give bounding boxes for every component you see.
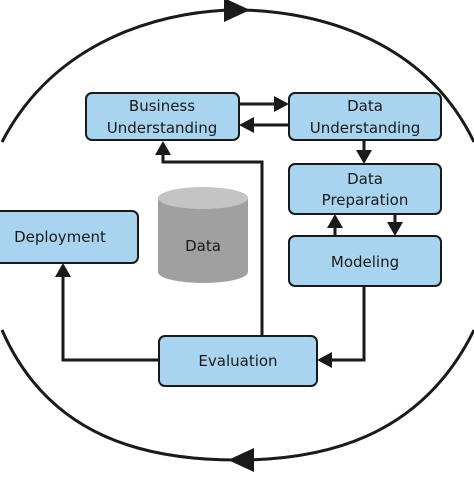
arrowhead-data-understanding-to-business: [239, 117, 254, 133]
cycle-arrowhead-bottom: [228, 448, 254, 472]
node-label: Business: [129, 97, 195, 115]
node-label: Understanding: [107, 119, 218, 137]
arrowhead-preparation-to-modeling: [387, 222, 403, 236]
cycle-arrowhead-top: [224, 0, 250, 22]
node-label: Evaluation: [198, 352, 277, 370]
node-modeling: Modeling: [288, 235, 442, 287]
arrowhead-understanding-to-preparation: [356, 150, 372, 164]
arrow-evaluation-to-deployment: [61, 276, 159, 362]
node-label: Data: [347, 170, 383, 188]
node-label: Data: [347, 97, 383, 115]
node-label: Preparation: [322, 191, 409, 209]
node-data-preparation: Data Preparation: [288, 163, 442, 215]
cylinder-top: [158, 187, 248, 209]
data-store-cylinder: Data: [158, 187, 248, 283]
node-label: Deployment: [14, 228, 106, 246]
data-store-label: Data: [185, 237, 221, 255]
node-deployment: Deployment: [0, 210, 139, 264]
node-label: Modeling: [331, 253, 399, 271]
arrow-modeling-to-evaluation: [330, 286, 366, 362]
node-data-understanding: Data Understanding: [288, 92, 442, 141]
arrow-evaluation-to-business: [161, 154, 264, 336]
node-business-understanding: Business Understanding: [85, 92, 240, 141]
node-label: Understanding: [310, 119, 421, 137]
arrowhead-modeling-to-evaluation: [317, 352, 332, 368]
arrowhead-modeling-to-preparation: [327, 214, 343, 228]
cylinder-body: [158, 198, 248, 283]
arrowhead-business-to-data-understanding: [274, 96, 289, 112]
arrowhead-evaluation-to-deployment: [55, 263, 71, 277]
arrowhead-evaluation-to-business: [155, 141, 171, 155]
node-evaluation: Evaluation: [158, 335, 318, 387]
